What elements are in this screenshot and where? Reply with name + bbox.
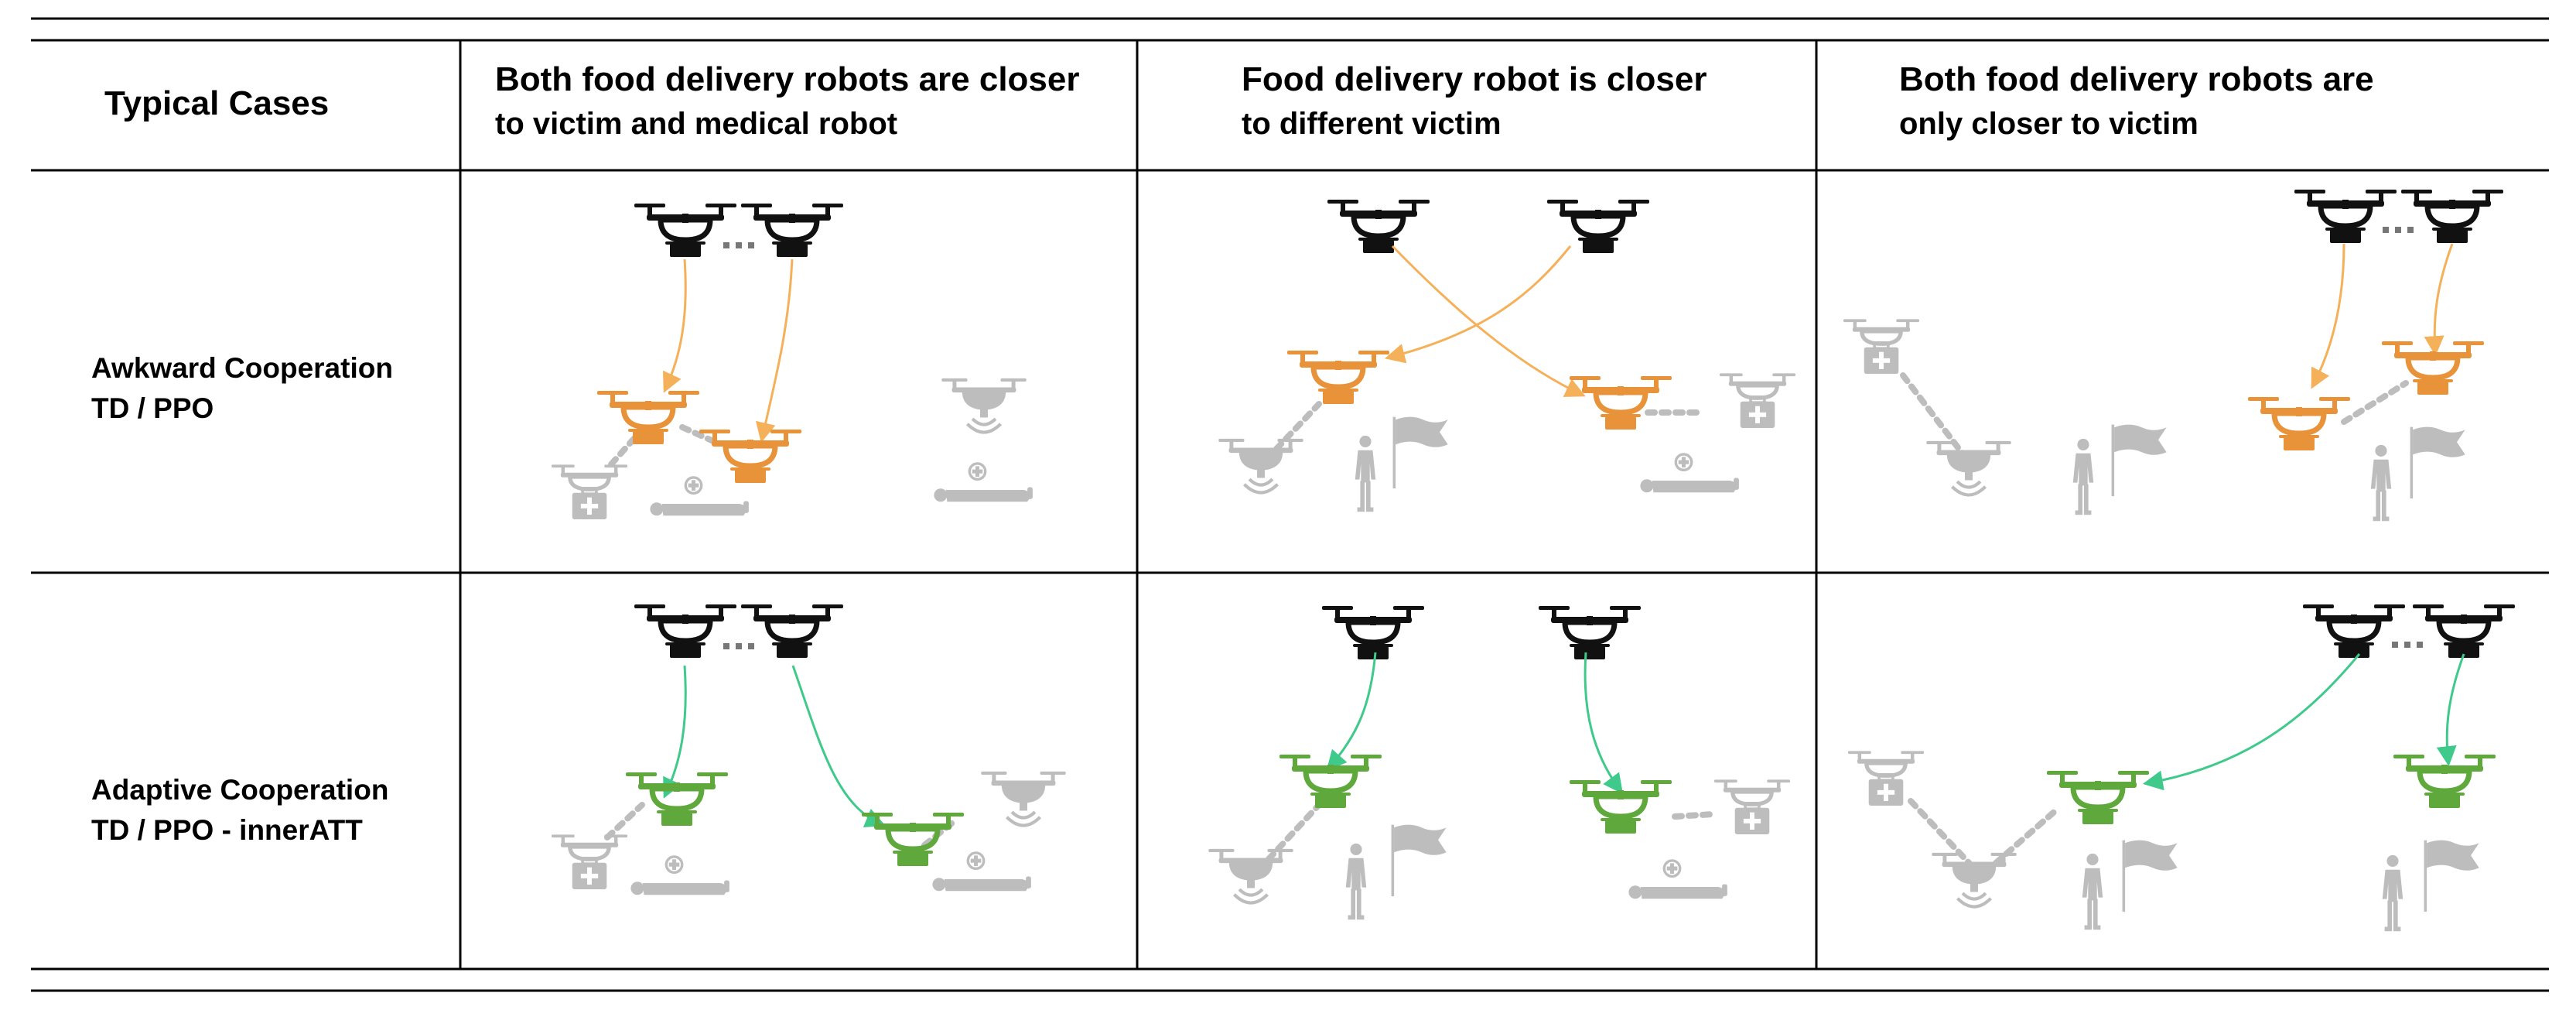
rescue-drone-icon [941, 378, 1026, 433]
person-standing-icon [2370, 444, 2392, 522]
food-delivery-drone-icon [634, 604, 736, 658]
table-rules [31, 17, 2549, 992]
proximity-link [1900, 372, 1968, 460]
flag-icon [1391, 824, 1447, 897]
food-delivery-drone-icon [2413, 604, 2515, 658]
movement-arrow [2424, 243, 2454, 357]
column-header-1-line1: Both food delivery robots are closer [495, 60, 1080, 98]
table-cells [552, 190, 2515, 932]
flag-icon [1392, 416, 1448, 489]
row-label-awkward-line1: Awkward Cooperation [91, 352, 393, 384]
movement-arrow [662, 258, 687, 393]
medical-drone-icon [1843, 319, 1919, 374]
food-delivery-drone-icon [1287, 351, 1389, 404]
food-delivery-drone-icon [2303, 604, 2405, 658]
proximity-link [2341, 380, 2409, 425]
food-delivery-drone-icon [2393, 755, 2496, 808]
row-label-adaptive-line2: TD / PPO - innerATT [91, 814, 363, 846]
movement-arrow [663, 665, 687, 799]
victim-lying-icon [1638, 453, 1741, 494]
movement-arrow [2311, 243, 2345, 389]
table-text: Typical Cases Both food delivery robots a… [91, 60, 2374, 846]
flag-icon [2111, 424, 2167, 497]
food-delivery-drone-icon [741, 204, 843, 257]
victim-lying-icon [1627, 859, 1729, 900]
proximity-link [1672, 811, 1717, 820]
food-delivery-drone-icon [1570, 780, 1672, 834]
food-delivery-drone-icon [699, 430, 801, 483]
column-header-2-line1: Food delivery robot is closer [1242, 60, 1707, 98]
flag-icon [2410, 426, 2465, 499]
row-label-awkward-line2: TD / PPO [91, 392, 214, 424]
food-delivery-drone-icon [1547, 200, 1649, 253]
movement-arrow [1384, 245, 1572, 364]
food-delivery-drone-icon [2248, 397, 2350, 450]
header-typical-cases: Typical Cases [104, 84, 329, 122]
person-standing-icon [2382, 854, 2403, 932]
food-delivery-drone-icon [2401, 190, 2503, 243]
row-label-adaptive-line1: Adaptive Cooperation [91, 774, 388, 806]
victim-lying-icon [648, 476, 750, 517]
movement-arrow [2142, 653, 2361, 791]
movement-arrow [2436, 653, 2465, 767]
flag-icon [2424, 840, 2479, 912]
food-delivery-drone-icon [1279, 755, 1382, 808]
rescue-drone-icon [1926, 441, 2011, 495]
column-header-1-line2: to victim and medical robot [495, 107, 897, 141]
movement-arrow [1584, 652, 1624, 795]
food-delivery-drone-icon [2047, 771, 2149, 824]
person-standing-icon [2072, 438, 2094, 515]
food-delivery-drone-icon [1322, 606, 1424, 659]
victim-lying-icon [931, 851, 1033, 892]
victim-lying-icon [629, 855, 731, 896]
movement-arrow [791, 665, 886, 827]
proximity-link [1273, 401, 1322, 452]
person-standing-icon [2082, 853, 2103, 930]
proximity-link [1908, 798, 1976, 870]
medical-drone-icon [552, 464, 627, 519]
medical-drone-icon [1720, 373, 1795, 428]
rescue-drone-icon [1208, 849, 1293, 903]
food-delivery-drone-icon [597, 391, 699, 444]
medical-drone-icon [1714, 779, 1790, 834]
column-header-2-line2: to different victim [1242, 107, 1502, 141]
rescue-drone-icon [1218, 439, 1303, 493]
food-delivery-drone-icon [1539, 606, 1641, 659]
food-delivery-drone-icon [1570, 376, 1672, 430]
rescue-drone-icon [981, 772, 1065, 826]
movement-arrow [755, 258, 794, 443]
food-delivery-drone-icon [626, 772, 728, 826]
victim-lying-icon [932, 462, 1034, 503]
column-header-3-line1: Both food delivery robots are [1899, 60, 2374, 98]
person-standing-icon [1355, 435, 1376, 512]
movement-arrow [1391, 245, 1586, 397]
column-header-3-line2: only closer to victim [1899, 107, 2198, 141]
movement-arrow [1326, 652, 1377, 771]
food-delivery-drone-icon [2294, 190, 2397, 243]
flag-icon [2122, 840, 2178, 912]
food-delivery-drone-icon [1327, 200, 1430, 253]
person-standing-icon [1345, 843, 1367, 920]
proximity-link [679, 424, 716, 444]
medical-drone-icon [1848, 751, 1924, 806]
food-delivery-drone-icon [741, 604, 843, 658]
proximity-link [604, 802, 645, 841]
medical-drone-icon [552, 834, 627, 889]
food-delivery-drone-icon [634, 204, 736, 257]
food-delivery-drone-icon [862, 813, 964, 866]
rescue-drone-icon [1932, 853, 2016, 907]
